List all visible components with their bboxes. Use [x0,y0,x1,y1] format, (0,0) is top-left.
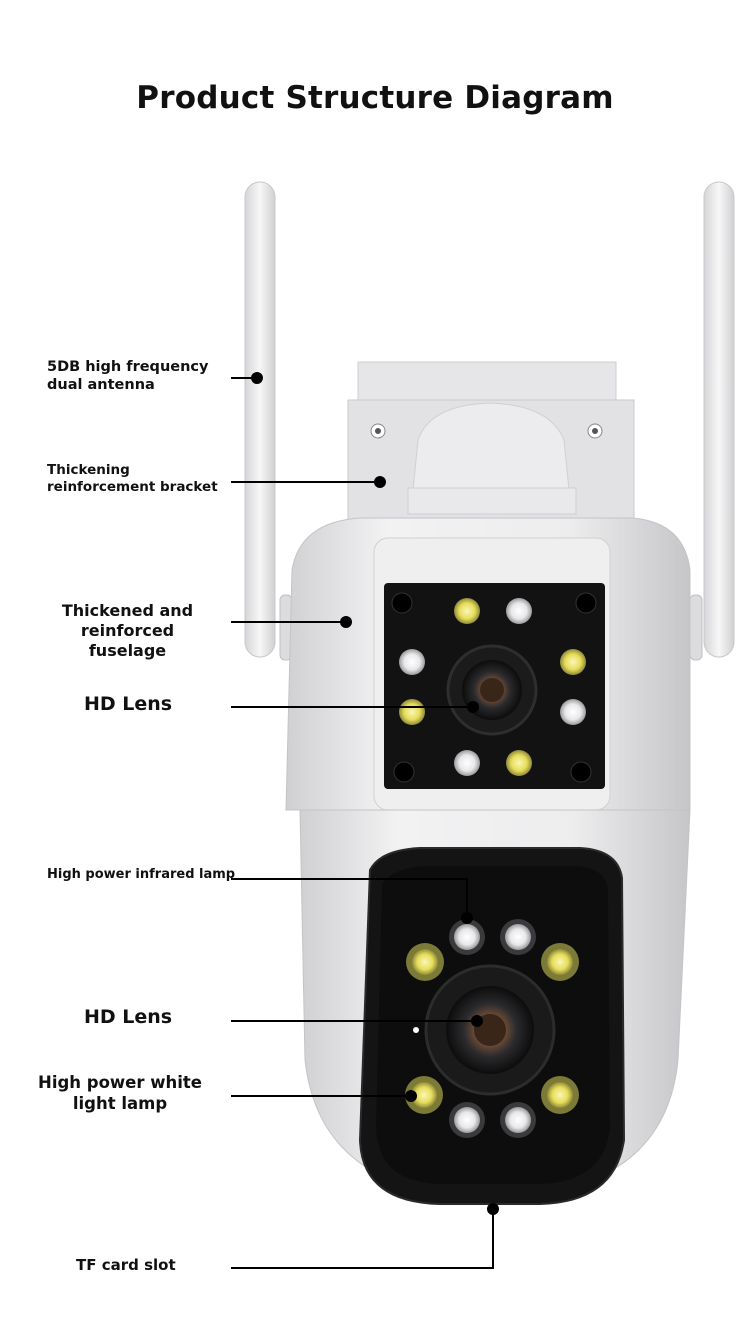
label-infrared-lamp: High power infrared lamp [47,867,236,882]
page-title: Product Structure Diagram [136,80,614,116]
label-bracket: Thickening reinforcement bracket [47,462,218,495]
label-white-light: High power white light lamp [38,1073,202,1113]
callout-lines [231,377,494,1269]
upper-led-ring [399,598,586,776]
label-tf-slot: TF card slot [76,1256,176,1274]
neck [411,402,571,501]
antenna-right [703,181,735,658]
callout-dots [251,372,499,1215]
label-hd-lens-bottom: HD Lens [84,1006,173,1028]
bracket [357,361,617,401]
label-hd-lens-top: HD Lens [84,693,173,715]
lower-led-ring [405,919,579,1138]
label-fuselage: Thickened and reinforced fuselage [61,601,194,660]
antenna-left [244,181,276,658]
label-antenna: 5DB high frequency dual antenna [47,359,209,394]
